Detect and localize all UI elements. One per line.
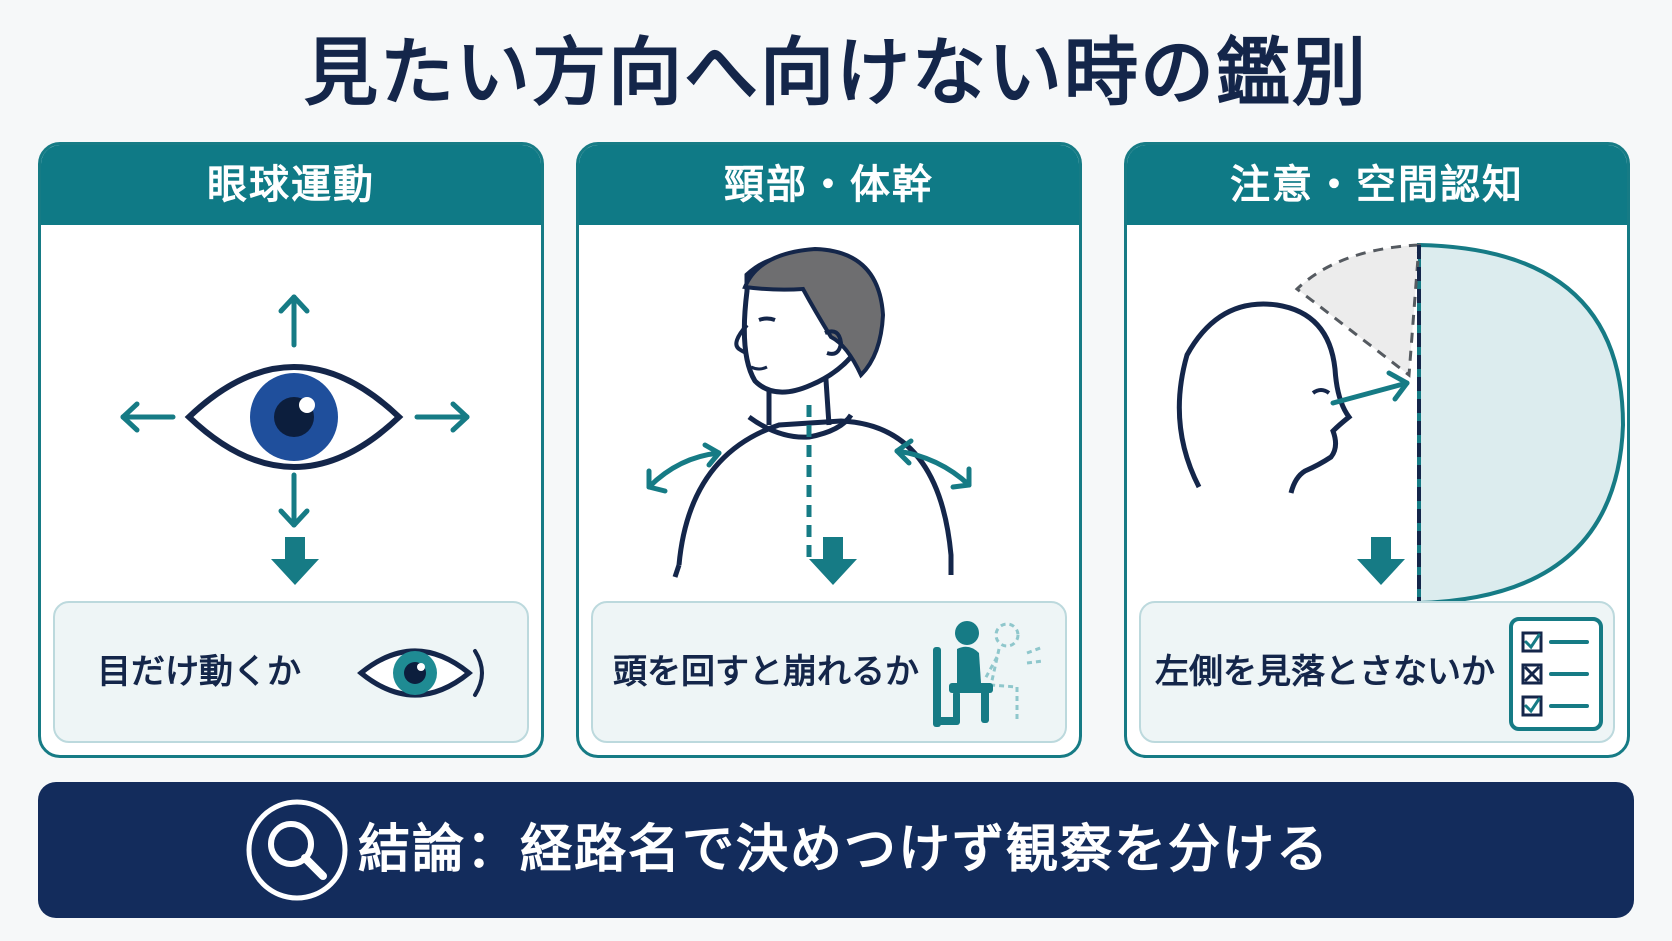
arrow-up-icon — [278, 294, 310, 348]
check-box-neck-trunk: 頭を回すと崩れるか — [591, 601, 1067, 743]
seated-posture-icon — [933, 621, 1044, 727]
magnifier-icon — [246, 799, 348, 901]
down-arrow-icon — [271, 537, 319, 585]
down-arrow-icon — [809, 537, 857, 585]
panel-neck-trunk: 頸部・体幹 — [576, 142, 1082, 758]
panel-eye-movement: 眼球運動 目だけ動くか — [38, 142, 544, 758]
arrow-left-icon — [120, 401, 176, 433]
gaze-arrow-icon — [1330, 370, 1410, 406]
check-box-eye-movement: 目だけ動くか — [53, 601, 529, 743]
panel-attention-spatial: 注意・空間認知 左側を見落とさないか — [1124, 142, 1630, 758]
conclusion-text: 結論：経路名で決めつけず観察を分ける — [358, 820, 1331, 880]
down-arrow-icon — [1357, 537, 1405, 585]
eye-movement-illustration — [120, 294, 470, 528]
rotate-arrow-right-icon — [894, 438, 972, 490]
conclusion-banner: 結論：経路名で決めつけず観察を分ける — [38, 782, 1634, 918]
panel-header-attention-spatial: 注意・空間認知 — [1127, 145, 1627, 225]
eye-icon — [184, 364, 404, 470]
eye-movement-icon — [357, 648, 484, 698]
checklist-icon — [1509, 617, 1603, 731]
panel-header-neck-trunk: 頸部・体幹 — [579, 145, 1079, 225]
page-title: 見たい方向へ向けない時の鑑別 — [304, 30, 1368, 116]
head-profile-icon — [1176, 301, 1353, 494]
arrow-down-icon — [278, 472, 310, 528]
attention-spatial-illustration — [1176, 242, 1626, 605]
neck-trunk-illustration — [646, 246, 972, 578]
rotate-arrow-left-icon — [646, 442, 722, 494]
person-head-icon — [672, 246, 954, 578]
panel-header-eye-movement: 眼球運動 — [41, 145, 541, 225]
arrow-right-icon — [414, 401, 470, 433]
check-label-attention-spatial: 左側を見落とさないか — [1155, 652, 1495, 692]
check-label-eye-movement: 目だけ動くか — [97, 652, 301, 692]
check-label-neck-trunk: 頭を回すと崩れるか — [613, 652, 919, 692]
check-box-attention-spatial: 左側を見落とさないか — [1139, 601, 1615, 743]
